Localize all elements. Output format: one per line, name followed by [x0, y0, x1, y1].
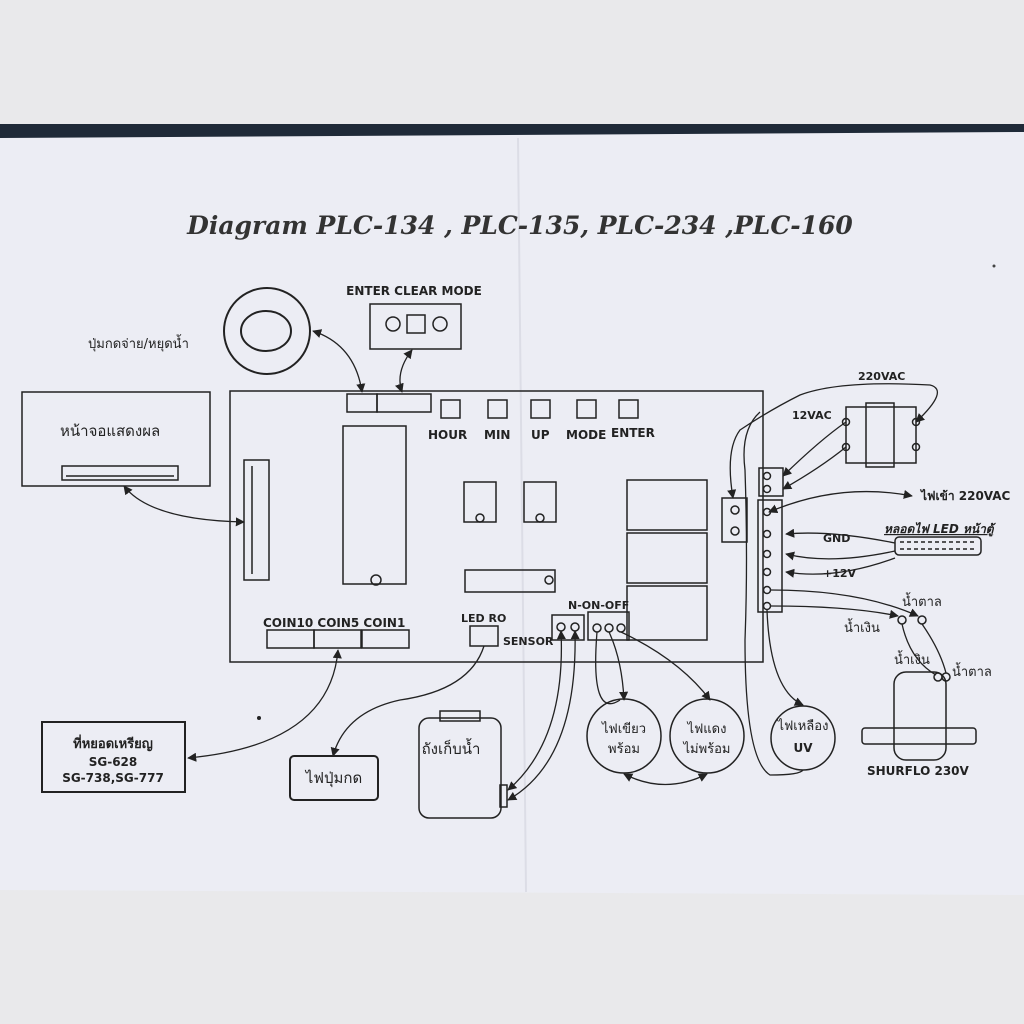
- relay-1: [626, 479, 708, 531]
- display-connector: [61, 465, 179, 481]
- blue-wire-2-label: น้ำเงิน: [894, 650, 930, 668]
- wire-gnd: [785, 528, 896, 544]
- led-strip-icon: [894, 536, 982, 556]
- shurflo-pump-icon: [861, 671, 977, 761]
- water-tank-icon: [418, 710, 508, 819]
- up-label: UP: [531, 428, 550, 442]
- wire-sensor-2: [507, 630, 580, 801]
- n-on-off-label: N-ON-OFF: [568, 599, 629, 612]
- diagram-title: Diagram PLC-134 , PLC-135, PLC-234 ,PLC-…: [186, 211, 853, 240]
- wire-12vac-b: [782, 446, 847, 490]
- coin-acceptor-line1: ที่หยอดเหรียญ: [73, 734, 153, 752]
- small-ic: [464, 569, 556, 593]
- led-ro-label: LED RO: [461, 612, 506, 625]
- red-lamp-line1: ไฟแดง: [687, 721, 727, 737]
- trimmer-1-icon: [463, 481, 497, 523]
- wire-green-lamp: [595, 631, 621, 705]
- enter-clear-mode-label: ENTER CLEAR MODE: [346, 284, 482, 298]
- plus12v-label: +12V: [823, 567, 857, 580]
- min-button-icon: [487, 399, 508, 419]
- up-button-icon: [530, 399, 551, 419]
- wire-red-lamp: [620, 631, 711, 701]
- wire-220vac: [727, 383, 939, 499]
- plc-board: [229, 390, 764, 663]
- coin-header-label: COIN10 COIN5 COIN1: [263, 616, 405, 630]
- relay-2: [626, 532, 708, 584]
- wire-pump-brown: [770, 589, 919, 617]
- brown-wire-2-label: น้ำตาล: [952, 662, 992, 680]
- wire-keypad: [395, 349, 413, 393]
- wire-push-button: [312, 329, 366, 393]
- wire-pump-blue: [770, 605, 899, 619]
- led-tube-label: หลอดไฟ LED หน้าตู้: [884, 521, 997, 537]
- keypad-connector: [376, 393, 432, 413]
- yellow-lamp-line2: UV: [793, 741, 813, 755]
- brown-wire-1-label: น้ำตาล: [902, 592, 942, 610]
- water-tank-label: ถังเก็บน้ำ: [422, 738, 481, 758]
- min-label: MIN: [484, 428, 510, 442]
- wire-lamp-bridge: [623, 773, 708, 786]
- mode-label: MODE: [566, 428, 606, 442]
- hour-label: HOUR: [428, 428, 467, 442]
- wire-coin: [187, 649, 342, 762]
- gnd-label: GND: [823, 532, 850, 545]
- push-button-label: ปุ่มกดจ่าย/หยุดน้ำ: [88, 334, 189, 352]
- coin1-connector: [361, 629, 410, 649]
- wire-12v: [785, 550, 896, 561]
- coin5-connector: [313, 629, 362, 649]
- yellow-lamp-line1: ไฟเหลือง: [777, 718, 829, 734]
- coin-acceptor-box: [41, 721, 186, 793]
- wire-power-in: [768, 489, 913, 514]
- shurflo-label: SHURFLO 230V: [867, 764, 970, 778]
- wire-led-ro: [330, 645, 485, 757]
- push-button-icon: [223, 287, 311, 375]
- relay-3: [626, 585, 708, 641]
- green-lamp-line1: ไฟเขียว: [601, 721, 646, 737]
- wire-led-12v: [785, 557, 896, 578]
- coin-acceptor-line2: SG-628: [89, 755, 138, 769]
- blue-wire-1-label: น้ำเงิน: [844, 618, 880, 636]
- vac220-label: 220VAC: [858, 370, 905, 383]
- wire-display: [123, 485, 245, 527]
- wire-12vac-a: [782, 421, 847, 477]
- enter-label: ENTER: [611, 426, 655, 440]
- trimmer-2-icon: [523, 481, 557, 523]
- display-label: หน้าจอแสดงผล: [60, 422, 160, 440]
- coin-acceptor-line3: SG-738,SG-777: [62, 771, 164, 785]
- red-lamp-line2: ไม่พร้อม: [682, 741, 730, 757]
- keypad-module: [369, 303, 462, 350]
- button-light-label: ไฟปุ่มกด: [305, 769, 362, 788]
- mode-button-icon: [576, 399, 597, 419]
- sensor-label: SENSOR: [503, 635, 554, 648]
- hour-button-icon: [440, 399, 461, 419]
- wire-yellow-lamp: [766, 609, 804, 706]
- display-module: [21, 391, 211, 487]
- green-lamp-line2: พร้อม: [608, 742, 640, 757]
- vac12-label: 12VAC: [792, 409, 832, 422]
- enter-button-icon: [618, 399, 639, 419]
- power-in-label: ไฟเข้า 220VAC: [919, 488, 1011, 503]
